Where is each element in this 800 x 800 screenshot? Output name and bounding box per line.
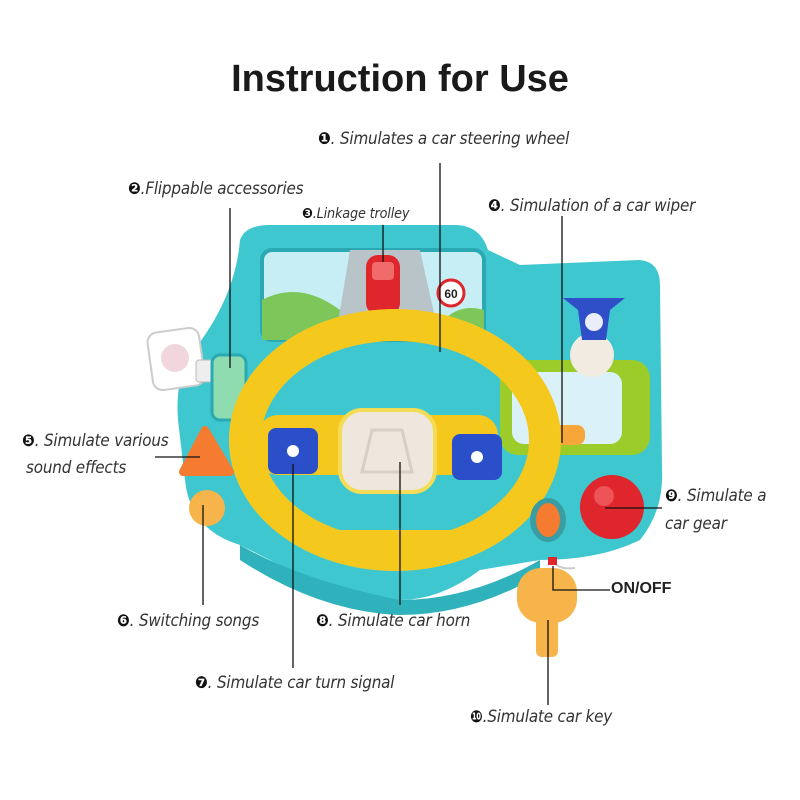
leader-lines [155,163,662,705]
label-flippable-accessories: ❷.Flippable accessories [128,179,304,198]
label-switching-songs: ❻. Switching songs [117,611,260,630]
page-title: Instruction for Use [231,58,569,100]
speed-sign [436,278,466,308]
car-key [517,568,577,623]
sound-effects-button [179,426,234,476]
label-car-wiper: ❹. Simulation of a car wiper [488,196,696,215]
label-turn-signal: ❼. Simulate car turn signal [195,673,395,692]
label-sound-effects-line2: sound effects [26,458,127,477]
horn-button [338,408,437,494]
label-linkage-trolley: ❸.Linkage trolley [302,206,410,222]
label-car-gear-line2: car gear [665,514,727,533]
label-on-off: ON/OFF [611,580,672,597]
label-sound-effects: ❺. Simulate various [22,431,169,450]
label-steering-wheel: ❶. Simulates a car steering wheel [318,129,570,148]
gear-knob [580,475,644,539]
label-car-key: ❿.Simulate car key [470,707,613,726]
label-car-gear: ❾. Simulate a [665,486,767,505]
switch-songs-button [189,490,225,526]
label-car-horn: ❽. Simulate car horn [316,611,471,630]
speed-sign-text: 60 [444,287,458,301]
